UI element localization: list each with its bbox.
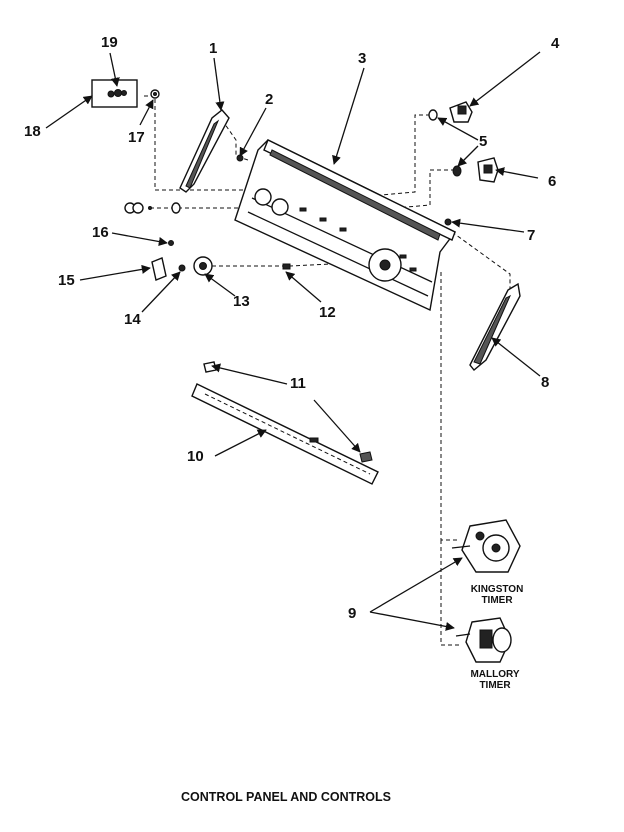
kingston-timer	[451, 519, 521, 573]
callout-19: 19	[101, 34, 118, 51]
switch-nut-upper	[428, 109, 438, 121]
mounting-bracket	[191, 383, 379, 485]
callout-7: 7	[527, 227, 535, 244]
diagram-caption: CONTROL PANEL AND CONTROLS	[181, 790, 391, 804]
knob-15	[151, 257, 167, 281]
small-control-plate	[91, 79, 138, 108]
push-button-switch-upper	[449, 101, 473, 123]
control-panel	[234, 139, 457, 312]
bracket-clip-lower	[359, 451, 373, 463]
timer-dial-12	[282, 263, 291, 270]
callout-15: 15	[58, 272, 75, 289]
spring-14	[178, 264, 186, 272]
kingston-label-line1: KINGSTON	[471, 584, 524, 595]
callout-12: 12	[319, 304, 336, 321]
right-end-cap	[469, 282, 521, 371]
callout-4: 4	[551, 35, 560, 52]
callout-1: 1	[209, 40, 217, 57]
leader-lines	[45, 51, 541, 631]
timer-knob-13	[193, 256, 213, 276]
kingston-label-line2: TIMER	[481, 595, 513, 606]
callout-3: 3	[358, 50, 366, 67]
callout-14: 14	[124, 311, 141, 328]
callout-6: 6	[548, 173, 556, 190]
knob-pair	[124, 202, 181, 214]
callout-8: 8	[541, 374, 549, 391]
callout-numbers: 19 1 3 4 2 18 17 5 6 7 16 15 13 12 14 8 …	[24, 34, 560, 622]
small-screw-16	[168, 240, 174, 246]
left-end-cap	[179, 109, 230, 193]
mallory-label-line1: MALLORY	[470, 669, 519, 680]
callout-9: 9	[348, 605, 356, 622]
callout-5: 5	[479, 133, 487, 150]
callout-11: 11	[290, 375, 306, 392]
push-button-switch-lower	[477, 157, 499, 183]
mallory-timer	[455, 617, 512, 663]
mallory-label-line2: TIMER	[479, 680, 511, 691]
callout-13: 13	[233, 293, 250, 310]
callout-18: 18	[24, 123, 41, 140]
plate-screw	[150, 89, 160, 99]
timer-labels: KINGSTON TIMER MALLORY TIMER	[470, 584, 523, 691]
panel-screw-right	[444, 218, 452, 226]
switch-nut-lower	[452, 165, 462, 177]
callout-2: 2	[265, 91, 273, 108]
callout-17: 17	[128, 129, 145, 146]
callout-10: 10	[187, 448, 204, 465]
callout-16: 16	[92, 224, 109, 241]
